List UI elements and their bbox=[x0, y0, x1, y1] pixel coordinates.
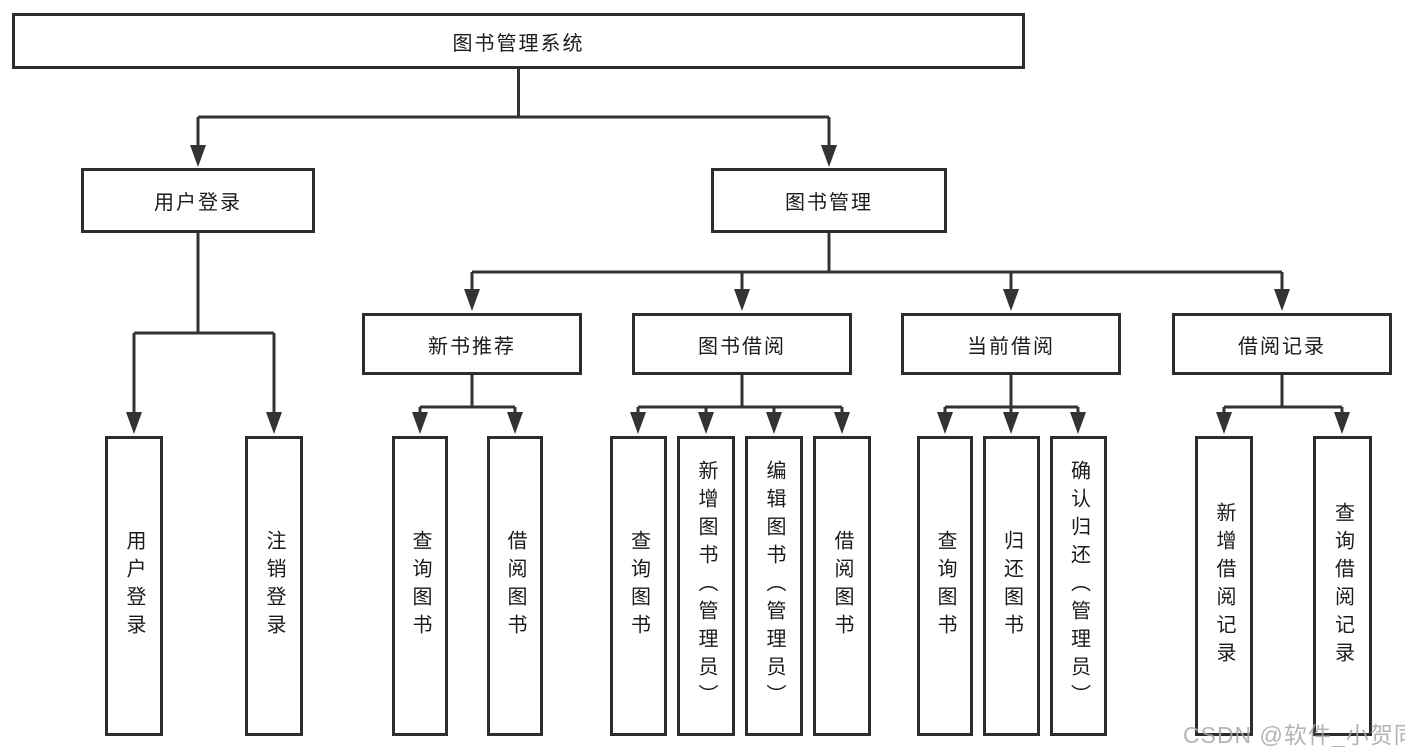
leaf-user-login-label: 用户登录 bbox=[123, 530, 145, 642]
node-root-label: 图书管理系统 bbox=[452, 32, 585, 55]
leaf-bb-edit-books-admin: 编辑图书（管理员） bbox=[745, 436, 803, 736]
node-borrowing-records-label: 借阅记录 bbox=[1238, 335, 1326, 358]
leaf-br-query-record: 查询借阅记录 bbox=[1313, 436, 1372, 736]
leaf-cb-query-books: 查询图书 bbox=[917, 436, 973, 736]
leaf-cb-return-books-label: 归还图书 bbox=[1000, 530, 1023, 642]
leaf-bb-borrow-books-label: 借阅图书 bbox=[831, 530, 853, 642]
leaf-br-add-record: 新增借阅记录 bbox=[1195, 436, 1253, 736]
leaf-nb-query-books-label: 查询图书 bbox=[409, 530, 431, 642]
node-user-login: 用户登录 bbox=[81, 168, 315, 233]
node-user-login-label: 用户登录 bbox=[154, 192, 242, 214]
leaf-bb-borrow-books: 借阅图书 bbox=[813, 436, 871, 736]
leaf-logout: 注销登录 bbox=[245, 436, 303, 736]
node-book-management: 图书管理 bbox=[711, 168, 947, 233]
node-current-borrowing-label: 当前借阅 bbox=[967, 335, 1055, 358]
leaf-logout-label: 注销登录 bbox=[263, 530, 285, 642]
leaf-cb-query-books-label: 查询图书 bbox=[934, 530, 956, 642]
leaf-br-query-record-label: 查询借阅记录 bbox=[1331, 502, 1354, 670]
node-book-management-label: 图书管理 bbox=[785, 192, 873, 214]
node-current-borrowing: 当前借阅 bbox=[901, 313, 1121, 375]
leaf-nb-borrow-books: 借阅图书 bbox=[487, 436, 543, 736]
node-new-book-recommend-label: 新书推荐 bbox=[428, 335, 516, 358]
node-root-system: 图书管理系统 bbox=[12, 13, 1025, 69]
node-book-borrowing-label: 图书借阅 bbox=[698, 335, 786, 358]
leaf-user-login: 用户登录 bbox=[105, 436, 163, 736]
csdn-watermark: CSDN @软件_小贺同学 bbox=[1183, 722, 1405, 747]
leaf-bb-query-books: 查询图书 bbox=[610, 436, 667, 736]
node-book-borrowing: 图书借阅 bbox=[632, 313, 852, 375]
leaf-bb-add-books-admin: 新增图书（管理员） bbox=[677, 436, 735, 736]
leaf-nb-query-books: 查询图书 bbox=[392, 436, 448, 736]
leaf-cb-confirm-return-admin: 确认归还（管理员） bbox=[1050, 436, 1107, 736]
node-borrowing-records: 借阅记录 bbox=[1172, 313, 1392, 375]
leaf-bb-add-books-admin-label: 新增图书（管理员） bbox=[695, 460, 717, 712]
leaf-br-add-record-label: 新增借阅记录 bbox=[1213, 502, 1235, 670]
leaf-bb-query-books-label: 查询图书 bbox=[627, 530, 650, 642]
leaf-cb-return-books: 归还图书 bbox=[983, 436, 1040, 736]
leaf-cb-confirm-return-admin-label: 确认归还（管理员） bbox=[1067, 460, 1090, 712]
leaf-nb-borrow-books-label: 借阅图书 bbox=[504, 530, 526, 642]
node-new-book-recommend: 新书推荐 bbox=[362, 313, 582, 375]
leaf-bb-edit-books-admin-label: 编辑图书（管理员） bbox=[763, 460, 785, 712]
